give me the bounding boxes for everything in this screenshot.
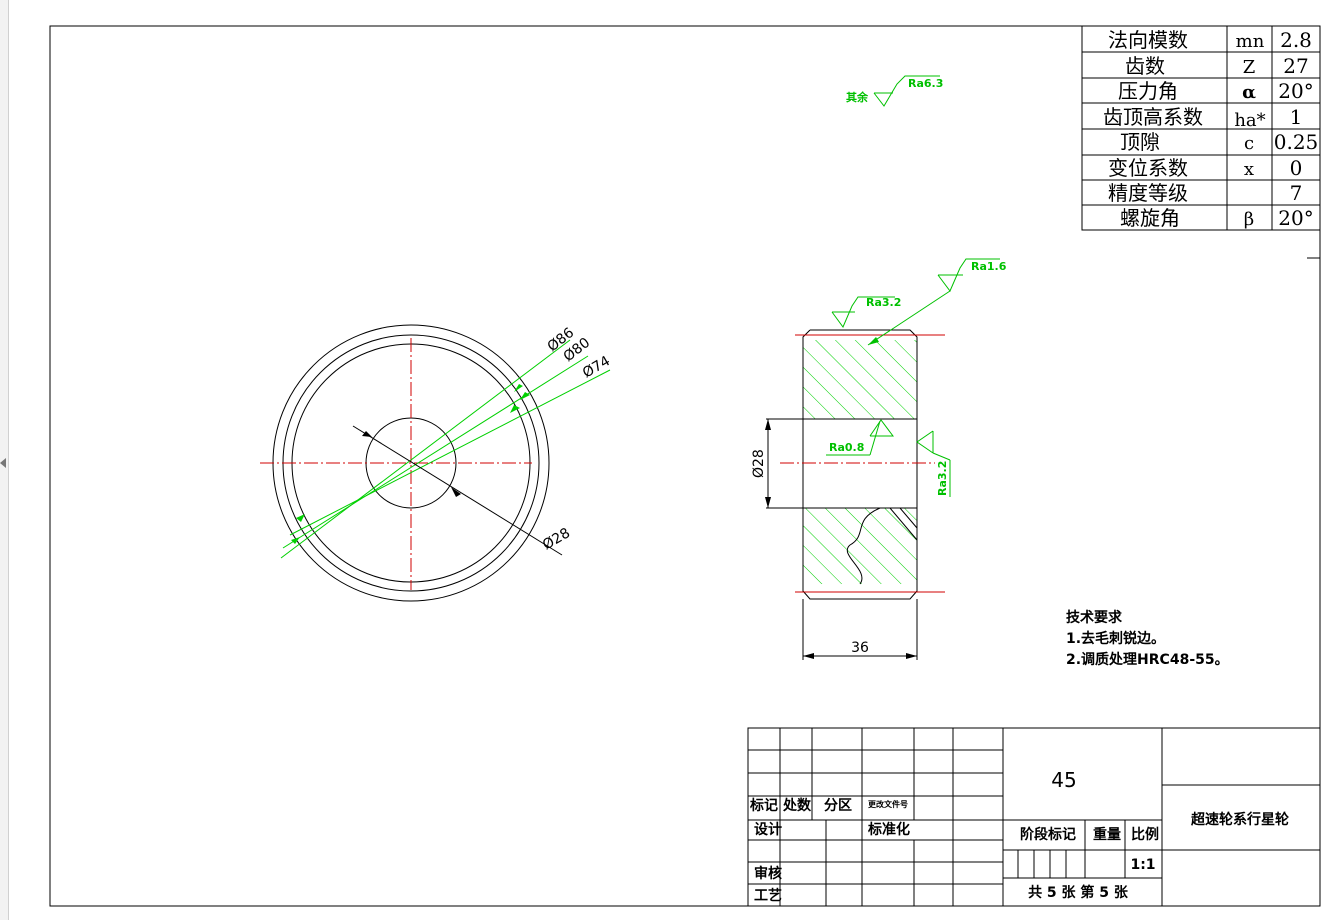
- param-value: 0.25: [1274, 130, 1319, 154]
- label-review: 审核: [754, 865, 782, 882]
- label-design: 设计: [754, 821, 782, 838]
- general-roughness-value: Ra6.3: [908, 77, 943, 90]
- material: 45: [1051, 768, 1076, 792]
- param-symbol: mn: [1236, 31, 1265, 52]
- scale-value: 1:1: [1130, 857, 1155, 873]
- label-weight: 重量: [1093, 826, 1121, 843]
- param-symbol: β: [1244, 209, 1254, 230]
- roughness-top-outer-value: Ra3.2: [866, 296, 901, 309]
- roughness-top-outer: Ra3.2: [831, 296, 901, 329]
- param-name: 法向模数: [1108, 28, 1188, 52]
- tech-item: 1.去毛刺锐边。: [1066, 630, 1165, 647]
- param-symbol: α: [1242, 82, 1256, 103]
- label-change-doc: 更改文件号: [868, 799, 908, 809]
- leader-d74: [289, 369, 611, 536]
- roughness-bore: Ra0.8: [826, 419, 894, 456]
- label-zone: 分区: [824, 798, 852, 814]
- param-name: 精度等级: [1108, 181, 1188, 205]
- param-value: 0: [1290, 156, 1303, 180]
- part-name: 超速轮系行星轮: [1190, 811, 1289, 828]
- dim-width: 36: [851, 640, 869, 656]
- general-roughness-symbol: 其余 Ra6.3: [846, 75, 943, 107]
- param-name: 顶隙: [1120, 130, 1160, 154]
- roughness-bore-value: Ra0.8: [829, 441, 864, 454]
- collapse-arrow-icon[interactable]: [0, 458, 6, 468]
- leader-d80: [282, 355, 589, 549]
- param-name: 压力角: [1118, 79, 1178, 103]
- label-count: 处数: [782, 797, 812, 814]
- param-name: 齿顶高系数: [1103, 105, 1203, 129]
- leader-d86: [280, 339, 571, 559]
- param-value: 20°: [1278, 79, 1313, 103]
- param-name: 变位系数: [1108, 156, 1188, 180]
- label-process: 工艺: [754, 887, 782, 904]
- tech-title: 技术要求: [1066, 609, 1123, 626]
- param-symbol: c: [1244, 133, 1254, 154]
- label-scale: 比例: [1131, 826, 1159, 843]
- drawing-border: [49, 25, 1321, 907]
- label-standardize: 标准化: [867, 821, 910, 838]
- roughness-face-value: Ra3.2: [936, 461, 949, 496]
- param-value: 20°: [1278, 206, 1313, 230]
- sheet-count: 共 5 张 第 5 张: [1028, 884, 1129, 901]
- tooth-profile: [847, 507, 881, 585]
- param-symbol: ha*: [1234, 110, 1265, 131]
- tech-item: 2.调质处理HRC48-55。: [1066, 651, 1229, 668]
- param-value: 1: [1290, 105, 1303, 129]
- param-symbol: Z: [1243, 57, 1256, 78]
- param-name: 齿数: [1125, 54, 1165, 78]
- label-stage-mark: 阶段标记: [1020, 826, 1076, 843]
- section-outline: [802, 329, 918, 600]
- tech-requirements: 技术要求 1.去毛刺锐边。 2.调质处理HRC48-55。: [1066, 609, 1229, 668]
- leader-d28: [352, 425, 563, 556]
- front-view: Ø86 Ø80 Ø74 Ø28: [260, 324, 613, 602]
- roughness-top-right: Ra1.6: [867, 258, 1007, 346]
- title-block: 45 超速轮系行星轮 标记 处数 分区 更改文件号 设计 标准化 审核 工艺 阶…: [747, 727, 1321, 907]
- hatch-upper: [803, 340, 917, 419]
- param-value: 27: [1283, 54, 1308, 78]
- dim-d28-front: Ø28: [540, 525, 573, 553]
- parameter-table: 法向模数 齿数 压力角 齿顶高系数 顶隙 变位系数 精度等级 螺旋角 mn Z …: [1081, 25, 1321, 231]
- section-view: Ø28 36: [751, 329, 945, 660]
- roughness-face: Ra3.2: [916, 430, 951, 497]
- param-value: 2.8: [1280, 28, 1312, 52]
- param-name: 螺旋角: [1120, 206, 1180, 230]
- param-symbol: x: [1244, 159, 1254, 180]
- general-roughness-label: 其余: [846, 90, 869, 104]
- label-mark: 标记: [749, 797, 778, 814]
- roughness-top-right-value: Ra1.6: [971, 260, 1007, 273]
- param-value: 7: [1290, 181, 1303, 205]
- dim-d28-section: Ø28: [751, 449, 767, 478]
